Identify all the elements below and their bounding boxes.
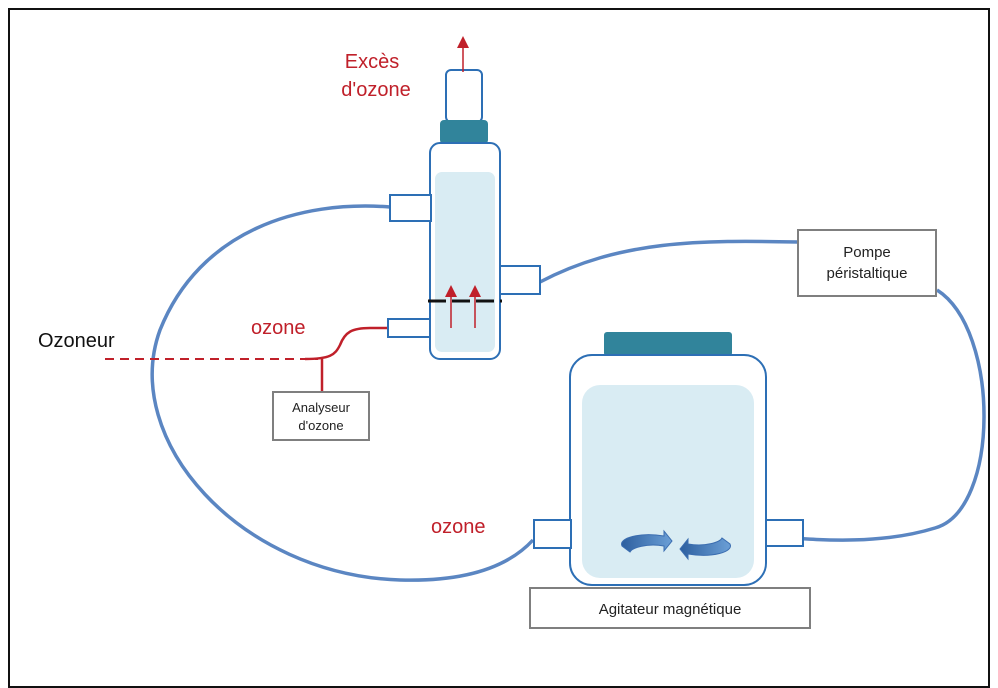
exces-label-line1: Excès — [345, 51, 399, 73]
tubing-to-pump — [539, 239, 799, 284]
column-port-left — [389, 194, 432, 222]
analyser-label-line1: Analyseur — [292, 400, 350, 415]
pump-box — [797, 229, 937, 297]
analyser-box — [272, 391, 370, 441]
stirred-vessel — [533, 332, 804, 586]
stirrer-box — [529, 587, 811, 629]
tubing-from-pump — [774, 288, 986, 542]
tubing-loop — [150, 204, 535, 582]
pump-label-line1: Pompe — [843, 244, 891, 261]
ozoneur-label: Ozoneur — [38, 330, 115, 352]
ozone-feed-line — [304, 326, 390, 361]
stir-arrow-right-icon — [679, 537, 731, 561]
analyser-label-line2: d'ozone — [298, 418, 343, 433]
vessel-cap — [604, 332, 732, 356]
vessel-port-right — [765, 519, 804, 547]
stir-arrow-left-icon — [621, 529, 673, 553]
ozone-label-bottom: ozone — [431, 516, 486, 538]
bubble-column — [387, 36, 541, 360]
pump-label-line2: péristaltique — [827, 265, 908, 282]
column-exhaust-tube — [445, 69, 483, 123]
column-liquid — [435, 172, 495, 352]
column-port-right — [499, 265, 541, 295]
stirrer-label: Agitateur magnétique — [599, 601, 742, 618]
column-cap — [440, 120, 488, 144]
column-gas-inlet — [387, 318, 431, 338]
vessel-liquid — [582, 385, 754, 578]
vessel-port-left — [533, 519, 572, 549]
exces-label-line2: d'ozone — [341, 79, 410, 101]
ozone-label-top: ozone — [251, 317, 306, 339]
